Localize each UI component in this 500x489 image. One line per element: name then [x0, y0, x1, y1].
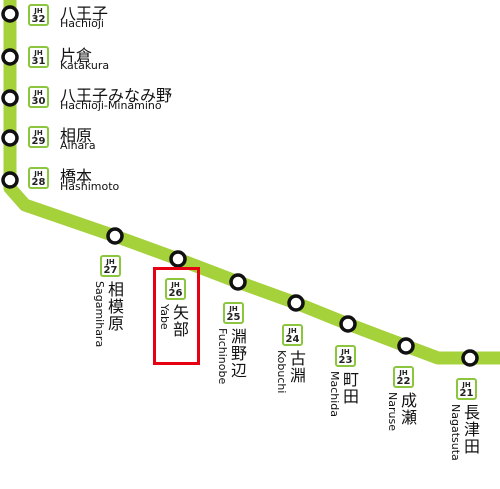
- station-node-32: [1, 5, 19, 23]
- station-node-27: [106, 227, 124, 245]
- line-code: JH: [171, 281, 180, 289]
- station-name-en: Hachiōji-Minamino: [60, 99, 162, 112]
- station-number: 21: [459, 388, 474, 399]
- station-name-ja: 相模原: [105, 281, 124, 332]
- station-name-ja: 成瀬: [398, 392, 417, 426]
- station-node-24: [287, 294, 305, 312]
- station-name-ja: 片倉: [60, 46, 93, 65]
- station-number: 28: [31, 177, 46, 188]
- station-node-21: [461, 349, 479, 367]
- station-number: 25: [226, 312, 241, 323]
- station-number: 23: [338, 355, 353, 366]
- station-number: 27: [103, 265, 118, 276]
- station-name-ja: 矢部: [170, 304, 189, 338]
- station-name-en: Aihara: [60, 139, 96, 152]
- line-code: JH: [106, 258, 115, 266]
- station-name-ja: 淵野辺: [228, 328, 247, 379]
- station-number: 32: [31, 14, 46, 25]
- line-code: JH: [288, 327, 297, 335]
- station-number: 24: [285, 334, 300, 345]
- line-code: JH: [34, 49, 43, 57]
- station-number: 29: [31, 136, 46, 147]
- station-name-ja: 橋本: [60, 167, 93, 186]
- station-number: 26: [168, 288, 183, 299]
- station-node-28: [1, 171, 19, 189]
- station-name-en: Katakura: [60, 59, 110, 72]
- line-code: JH: [34, 170, 43, 178]
- station-node-25: [229, 273, 247, 291]
- line-code: JH: [34, 129, 43, 137]
- line-code: JH: [34, 7, 43, 15]
- highlight-box: [153, 267, 200, 365]
- station-node-31: [1, 48, 19, 66]
- station-name-ja: 長津田: [461, 404, 480, 455]
- station-name-ja: 町田: [340, 371, 359, 405]
- station-name-ja: 八王子みなみ野: [60, 86, 173, 105]
- station-node-23: [339, 315, 357, 333]
- station-node-29: [1, 129, 19, 147]
- station-name-en: Hachiōji: [60, 17, 104, 30]
- line-code: JH: [462, 381, 471, 389]
- station-name-en: Hashimoto: [60, 180, 120, 193]
- station-number: 22: [396, 376, 411, 387]
- station-name-en: Kobuchi: [275, 350, 288, 394]
- station-node-22: [397, 337, 415, 355]
- line-code: JH: [399, 369, 408, 377]
- station-number: 30: [31, 96, 46, 107]
- station-name-en: Nagatsuta: [449, 404, 462, 461]
- line-code: JH: [229, 305, 238, 313]
- station-name-en: Fuchinobe: [216, 328, 229, 385]
- station-name-ja: 相原: [60, 126, 93, 145]
- station-name-ja: 古淵: [287, 350, 306, 384]
- station-name-en: Yabe: [158, 304, 171, 330]
- station-name-ja: 八王子: [60, 4, 109, 23]
- line-code: JH: [34, 89, 43, 97]
- line-code: JH: [341, 348, 350, 356]
- station-name-en: Naruse: [386, 392, 399, 431]
- station-name-en: Machida: [328, 371, 341, 418]
- station-node-26: [169, 250, 187, 268]
- station-name-en: Sagamihara: [93, 281, 106, 348]
- station-number: 31: [31, 56, 46, 67]
- station-node-30: [1, 89, 19, 107]
